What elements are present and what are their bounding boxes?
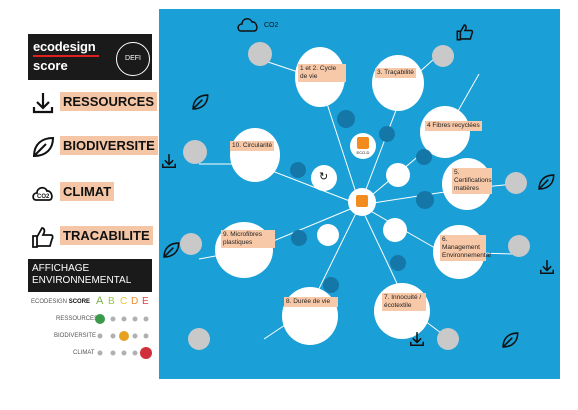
indicator-circle [248, 42, 272, 66]
hub-node [290, 162, 306, 178]
category-ressources: RESSOURCES [28, 86, 158, 122]
co2-top-icon: CO2 [264, 22, 279, 29]
label-management: 6. Management Environnemental [440, 235, 491, 261]
hub-node [291, 230, 307, 246]
node-tracabilite[interactable] [372, 55, 424, 111]
svg-text:CO2: CO2 [37, 194, 50, 200]
category-climat: CO2 CLIMAT [28, 176, 152, 212]
center-label: ECO-D [356, 150, 370, 155]
hub-node [416, 191, 434, 209]
category-tracabilite: TRACABILITE [28, 220, 153, 256]
hub-node [323, 277, 339, 293]
affichage-line1: AFFICHAGE [32, 263, 90, 274]
indicator-circle [508, 235, 530, 257]
inner-node [386, 163, 410, 187]
label-tracabilite: 3. Traçabilité [375, 68, 416, 78]
label-innocuite: 7. Innocuité / écotextile [382, 293, 426, 311]
center-badge: ECO-D [350, 133, 376, 159]
inner-node: ↻ [311, 165, 337, 191]
indicator-circle [432, 45, 454, 67]
label-duree-de-vie: 8. Durée de vie [284, 297, 338, 307]
eco-d-logo [357, 137, 369, 149]
scale-letter-b: B [108, 296, 115, 307]
logo-underline [33, 55, 99, 57]
inner-node [317, 224, 339, 246]
ecodesign-score-scale: ECODESIGN SCORE A B C D E RESSOURCES BIO… [28, 294, 152, 376]
node-duree-de-vie[interactable] [282, 287, 338, 345]
co2-cloud-icon: CO2 [32, 186, 53, 201]
hub-node [379, 126, 395, 142]
thumbs-up-icon [32, 227, 54, 248]
node-innocuite[interactable] [374, 283, 430, 339]
logo-line2: score [33, 58, 68, 73]
indicator-circle [180, 233, 202, 255]
ecodesign-logo: ecodesign score DEFI [28, 34, 152, 80]
category-label: CLIMAT [60, 182, 115, 201]
refresh-icon: ↻ [319, 171, 329, 183]
arrow-down-icon [540, 260, 554, 274]
arrow-down-icon [410, 332, 424, 346]
scale-title-prefix: ECODESIGN [31, 299, 68, 305]
scale-row-label: CLIMAT [73, 350, 95, 356]
scale-letter-e: E [142, 296, 149, 307]
indicator-circle [188, 328, 210, 350]
logo-line1: ecodesign [33, 39, 96, 54]
scale-letter-d: D [131, 296, 139, 307]
indicator-circle [437, 328, 459, 350]
affichage-banner: AFFICHAGE ENVIRONNEMENTAL [28, 259, 152, 292]
indicator-circle [505, 172, 527, 194]
arrow-down-icon [32, 93, 54, 114]
affichage-line2: ENVIRONNEMENTAL [32, 275, 132, 286]
inner-node [383, 218, 407, 242]
box-icon [356, 195, 368, 207]
label-certifications: 5. Certifications matières [452, 168, 492, 194]
label-circularite: 10. Circularité [230, 141, 275, 151]
arrow-down-icon [162, 154, 176, 168]
label-microfibres: 9. Microfibres plastiques [221, 230, 275, 248]
leaf-icon [538, 174, 555, 190]
label-cycle-de-vie: 1 et 2. Cycle de vie [298, 64, 346, 82]
category-label: BIODIVERSITE [60, 136, 158, 155]
scale-dots [95, 314, 152, 359]
indicator-circle [183, 140, 207, 164]
co2-cloud-icon [237, 18, 258, 32]
leaf-icon [192, 94, 209, 110]
leaf-icon [502, 332, 519, 348]
scale-letter-a: A [96, 295, 104, 307]
leaf-icon [32, 136, 55, 158]
inner-node [348, 188, 376, 216]
label-fibres-recyclees: 4 Fibres recyclées [425, 121, 482, 131]
leaf-icon [163, 242, 180, 258]
defi-badge: DEFI [116, 42, 150, 76]
scale-letter-c: C [120, 296, 128, 307]
category-biodiversite: BIODIVERSITE [28, 130, 158, 166]
scale-title: ECODESIGN SCORE [31, 299, 90, 305]
category-label: TRACABILITE [60, 226, 153, 245]
scale-row-label: BIODIVERSITE [54, 333, 97, 339]
scale-title-bold: SCORE [68, 299, 91, 305]
hub-node [337, 110, 355, 128]
hub-node [390, 255, 406, 271]
node-circularite[interactable] [230, 128, 280, 182]
hub-node [416, 149, 432, 165]
scale-row-label: RESSOURCES [56, 316, 99, 322]
category-label: RESSOURCES [60, 92, 158, 111]
thumbs-up-icon [456, 24, 474, 41]
